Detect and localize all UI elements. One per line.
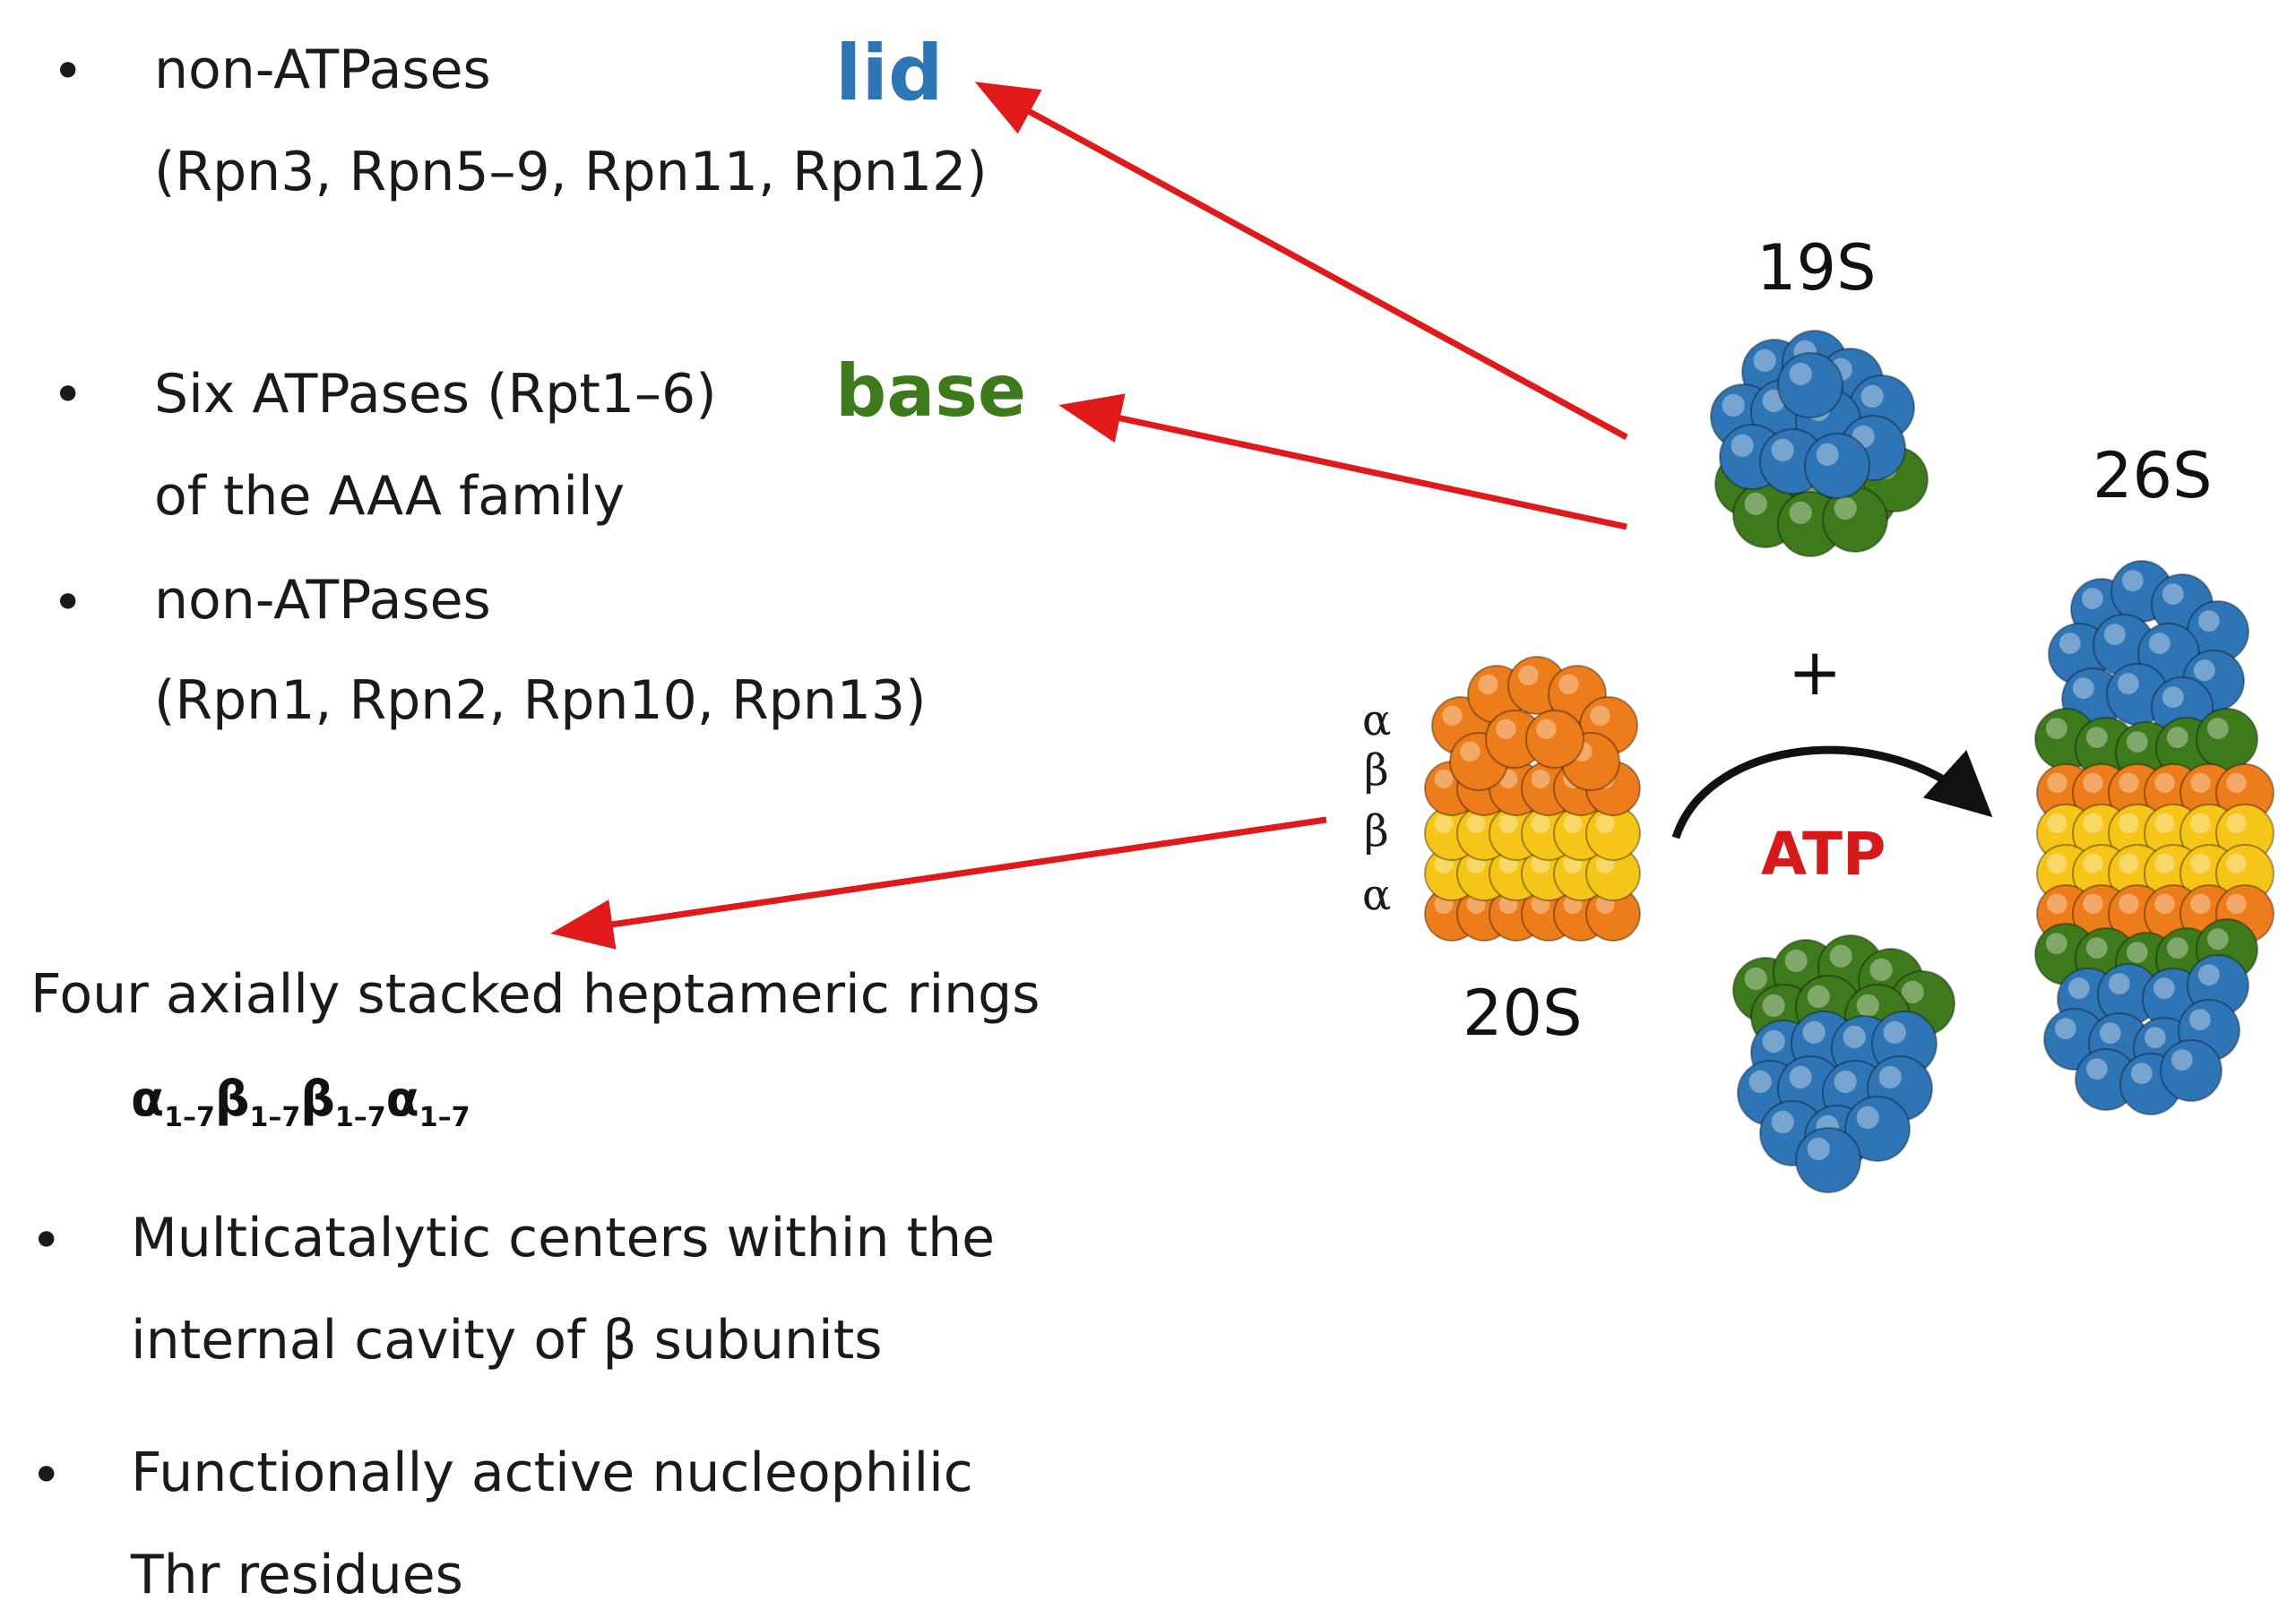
lid-nonatpase-title: non-ATPases <box>154 39 491 101</box>
bullet-dot: • <box>30 1209 63 1272</box>
core-heading: Four axially stacked heptameric rings <box>30 963 1040 1026</box>
arrow-to-core-description <box>550 816 1327 950</box>
lid-subunit <box>2097 963 2160 1026</box>
lid-subunit <box>2075 1048 2137 1111</box>
core-bullet2-line2: Thr residues <box>131 1544 463 1606</box>
assembly-arrow <box>1671 745 1993 839</box>
alpha-subunit <box>1485 710 1544 769</box>
label-26s: 26S <box>2093 439 2213 512</box>
bullet-dot: • <box>52 364 84 426</box>
19s-regulatory-particle-inverted-illustration <box>1732 934 1955 1193</box>
19s-regulatory-particle-illustration <box>1710 330 1929 557</box>
label-19s: 19S <box>1757 231 1877 305</box>
base-nonatpase-detail: (Rpn1, Rpn2, Rpn10, Rpn13) <box>154 669 927 732</box>
plus-sign: + <box>1788 634 1843 710</box>
ring-label-beta-top: β <box>1364 745 1389 796</box>
bullet-dot: • <box>30 1444 63 1507</box>
atp-label: ATP <box>1761 820 1886 889</box>
26s-proteasome-illustration <box>2034 560 2274 1115</box>
ring-label-alpha-top: α <box>1362 695 1392 745</box>
beta-subunit <box>2215 804 2274 863</box>
atpase-bullet-title: Six ATPases (Rpt1–6) <box>154 363 717 426</box>
core-bullet2-line1: Functionally active nucleophilic <box>131 1442 973 1504</box>
base-nonatpase-title: non-ATPases <box>154 569 491 632</box>
atpase-bullet-detail: of the AAA family <box>154 465 626 528</box>
core-bullet1-line2: internal cavity of β subunits <box>131 1309 883 1372</box>
core-bullet1-line1: Multicatalytic centers within the <box>131 1207 996 1269</box>
lid-subunit <box>1777 352 1843 418</box>
beta-subunit <box>2215 844 2274 903</box>
ring-formula: α1–7β1–7β1–7α1–7 <box>131 1071 470 1133</box>
beta-subunit <box>1585 805 1641 861</box>
lid-label: lid <box>835 29 944 118</box>
base-label: base <box>835 349 1027 433</box>
bullet-dot: • <box>52 40 84 103</box>
lid-subunit <box>1804 433 1870 499</box>
ring-label-beta-bottom: β <box>1364 806 1389 856</box>
base-subunit <box>1822 486 1888 553</box>
alpha-subunit <box>1525 710 1584 769</box>
arrow-to-lid <box>974 82 1628 441</box>
arrow-to-base <box>1058 393 1627 530</box>
20s-core-particle-illustration <box>1424 656 1641 942</box>
label-20s: 20S <box>1463 977 1583 1050</box>
bullet-dot: • <box>52 572 84 634</box>
ring-label-alpha-bottom: α <box>1362 870 1392 920</box>
lid-subunit <box>2160 1039 2223 1102</box>
lid-subunit <box>1844 1096 1911 1162</box>
lid-nonatpase-detail: (Rpn3, Rpn5–9, Rpn11, Rpn12) <box>154 141 988 203</box>
base-subunit <box>2196 708 2258 770</box>
lid-subunit <box>1795 1127 1861 1193</box>
